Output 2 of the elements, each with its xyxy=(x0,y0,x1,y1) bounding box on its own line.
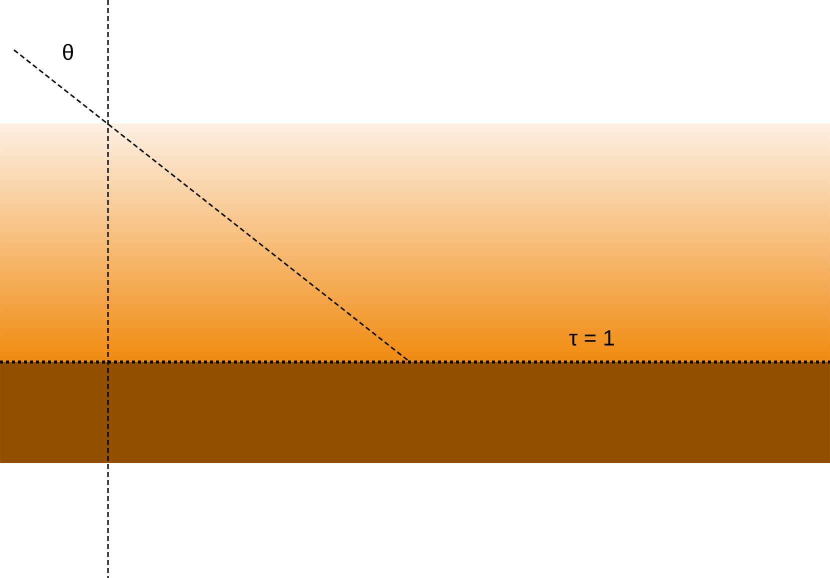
line-label: τ = 1 xyxy=(569,330,614,346)
angle-label: θ xyxy=(63,44,73,60)
